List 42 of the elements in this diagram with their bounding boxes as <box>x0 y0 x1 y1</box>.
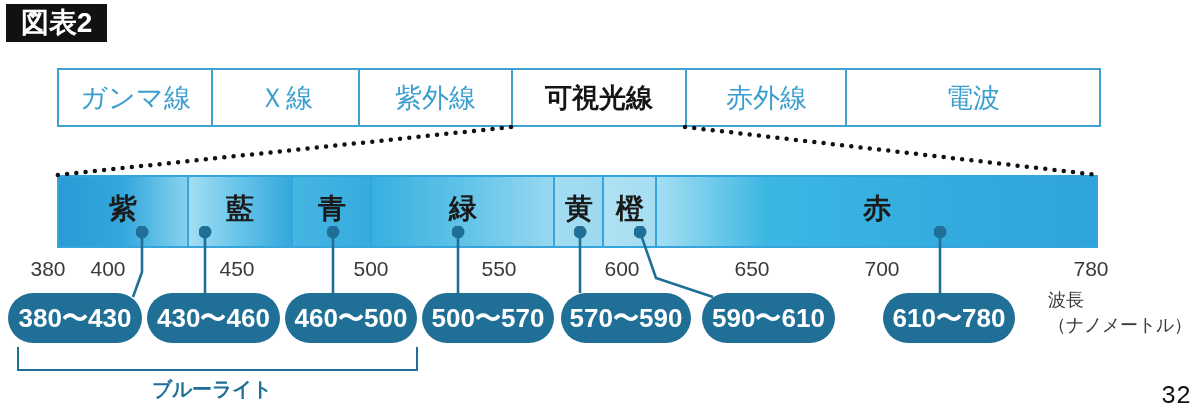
wavelength-tick-label: 380 <box>30 257 66 281</box>
wavelength-tick-label: 550 <box>481 257 517 281</box>
figure-title: 図表2 <box>6 4 107 42</box>
color-band-segment: 紫 <box>59 177 187 246</box>
axis-unit-label: 波長（ナノメートル） <box>1048 289 1193 337</box>
radiation-type-box: Ｘ線 <box>211 68 361 127</box>
leader-line <box>326 225 340 293</box>
dotted-guide-line <box>54 124 514 178</box>
radiation-type-box: 紫外線 <box>358 68 514 127</box>
page-number: 32 <box>1161 381 1191 411</box>
wavelength-tick-label: 400 <box>90 257 126 281</box>
wavelength-tick-label: 500 <box>353 257 389 281</box>
radiation-type-box: 可視光線 <box>511 68 688 127</box>
wavelength-tick-label: 780 <box>1073 257 1109 281</box>
wavelength-tick-label: 650 <box>734 257 770 281</box>
color-band-segment: 藍 <box>187 177 291 246</box>
color-band-segment: 青 <box>291 177 370 246</box>
leader-line <box>451 225 465 293</box>
leader-line <box>933 225 947 293</box>
radiation-type-box: ガンマ線 <box>57 68 214 127</box>
bracket-label: ブルーライト <box>152 376 272 402</box>
wavelength-tick-label: 450 <box>219 257 255 281</box>
leader-line <box>198 225 212 293</box>
radiation-type-box: 赤外線 <box>685 68 848 127</box>
wavelength-range-pill: 460〜500 <box>285 293 417 343</box>
leader-line <box>573 225 587 293</box>
wavelength-range-pill: 570〜590 <box>561 293 691 343</box>
wavelength-tick-label: 700 <box>864 257 900 281</box>
wavelength-tick-label: 600 <box>604 257 640 281</box>
visible-spectrum-bar <box>57 175 1098 248</box>
leader-line <box>633 225 714 299</box>
wavelength-range-pill: 380〜430 <box>8 293 142 343</box>
radiation-type-box: 電波 <box>845 68 1101 127</box>
leader-line <box>131 225 149 298</box>
wavelength-range-pill: 590〜610 <box>702 293 835 343</box>
color-band-segment: 橙 <box>602 177 655 246</box>
wavelength-range-pill: 610〜780 <box>883 293 1015 343</box>
wavelength-range-pill: 430〜460 <box>147 293 280 343</box>
color-band-segment: 赤 <box>655 177 1096 246</box>
color-band-segment: 黄 <box>553 177 602 246</box>
wavelength-range-pill: 500〜570 <box>422 293 554 343</box>
color-band-segment: 緑 <box>370 177 553 246</box>
